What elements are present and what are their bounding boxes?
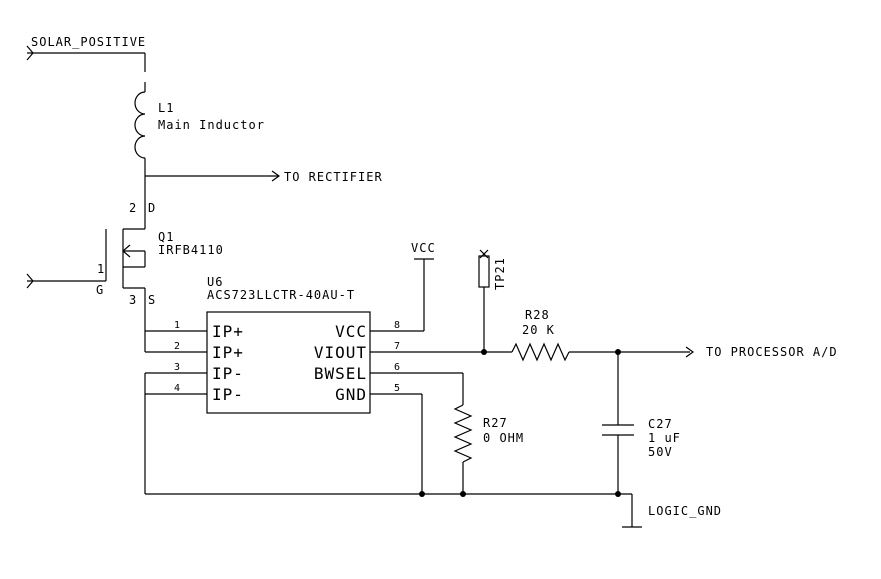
to-processor-label: TO PROCESSOR A/D xyxy=(706,345,838,359)
mosfet-pin-s: S xyxy=(148,293,156,307)
ic-pin-num: 4 xyxy=(174,383,180,394)
inductor-ref: L1 xyxy=(158,101,174,115)
ic-pin-name: VIOUT xyxy=(314,343,367,362)
c27-value: 1 uF xyxy=(648,431,681,445)
resistor-r28 xyxy=(511,342,570,362)
junction-dot xyxy=(615,491,621,497)
ic-pin-num: 2 xyxy=(174,341,180,352)
resistor-r27 xyxy=(453,404,473,463)
r27-ref: R27 xyxy=(483,416,508,430)
ic-pin-name: BWSEL xyxy=(314,364,367,383)
mosfet-pin-g: G xyxy=(96,283,104,297)
inductor-l1 xyxy=(134,91,146,159)
inductor-value: Main Inductor xyxy=(158,118,265,132)
capacitor-c27 xyxy=(602,352,634,494)
junction-dot xyxy=(419,491,425,497)
c27-ref: C27 xyxy=(648,417,673,431)
testpoint-tp21 xyxy=(478,249,490,352)
mosfet-pin-d-num: 2 xyxy=(129,201,137,215)
ic-pin-num: 7 xyxy=(394,341,400,352)
solar-positive-port xyxy=(26,45,145,61)
mosfet-q1 xyxy=(26,176,146,289)
vcc-label: VCC xyxy=(411,241,436,255)
junction-dot xyxy=(460,491,466,497)
solar-positive-label: SOLAR_POSITIVE xyxy=(31,35,146,49)
ic-u6-body xyxy=(206,311,371,414)
ic-pin-num: 5 xyxy=(394,383,400,394)
mosfet-pin-s-num: 3 xyxy=(129,293,137,307)
ic-pin-name: IP+ xyxy=(212,322,244,341)
ic-pin-name: VCC xyxy=(335,322,367,341)
ic-value: ACS723LLCTR-40AU-T xyxy=(207,288,355,302)
r28-ref: R28 xyxy=(525,308,550,322)
ic-pin-num: 6 xyxy=(394,362,400,373)
mosfet-value: IRFB4110 xyxy=(158,243,224,257)
ic-pin-name: IP+ xyxy=(212,343,244,362)
c27-voltage: 50V xyxy=(648,445,673,459)
arrow-right-icon xyxy=(685,346,695,358)
mosfet-pin-g-num: 1 xyxy=(97,262,105,276)
mosfet-pin-d: D xyxy=(148,201,156,215)
r28-value: 20 K xyxy=(522,323,555,337)
ic-pin-name: GND xyxy=(335,385,367,404)
r27-value: 0 OHM xyxy=(483,431,524,445)
ic-pin-num: 1 xyxy=(174,320,180,331)
arrow-right-icon xyxy=(271,170,281,182)
testpoint-ref: TP21 xyxy=(493,257,507,290)
ic-pin-name: IP- xyxy=(212,385,244,404)
logic-gnd-label: LOGIC_GND xyxy=(648,504,722,518)
ic-ref: U6 xyxy=(207,275,223,289)
mosfet-ref: Q1 xyxy=(158,230,174,244)
ic-pin-num: 3 xyxy=(174,362,180,373)
ic-pin-name: IP- xyxy=(212,364,244,383)
to-rectifier-label: TO RECTIFIER xyxy=(284,170,383,184)
ic-pin-num: 8 xyxy=(394,320,400,331)
